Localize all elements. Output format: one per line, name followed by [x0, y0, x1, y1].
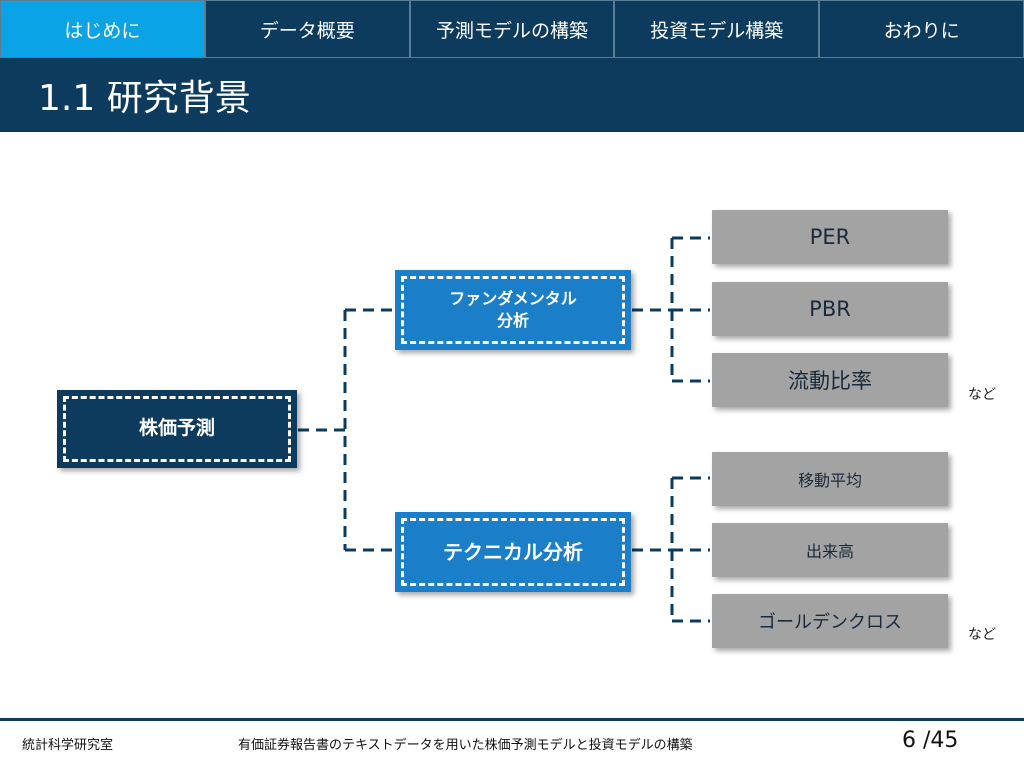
- tab-label: 投資モデル構築: [650, 19, 784, 42]
- tab-intro[interactable]: はじめに: [0, 0, 205, 58]
- leaf-node-golden-cross: ゴールデンクロス: [712, 594, 948, 648]
- leaf-label: ゴールデンクロス: [758, 612, 902, 633]
- leaf-node-per: PER: [712, 210, 948, 264]
- title-band: 1.1 研究背景: [0, 58, 1024, 132]
- leaf-label: 移動平均: [797, 471, 862, 490]
- leaf-node-pbr: PBR: [712, 282, 948, 336]
- etc-note-2: など: [968, 627, 996, 643]
- footer-divider: [0, 718, 1024, 721]
- footer-lab: 統計科学研究室: [22, 738, 114, 753]
- tab-label: 予測モデルの構築: [435, 19, 588, 42]
- branch-node-fundamental: ファンダメンタル 分析: [395, 270, 631, 350]
- leaf-label: PER: [809, 225, 851, 249]
- branch-label-line1: ファンダメンタル: [449, 289, 577, 309]
- section-tabs: はじめに データ概要 予測モデルの構築 投資モデル構築 おわりに: [0, 0, 1024, 58]
- root-label: 株価予測: [138, 417, 215, 440]
- footer-subtitle: 有価証券報告書のテキストデータを用いた株価予測モデルと投資モデルの構築: [238, 738, 693, 753]
- root-node-stock-prediction: 株価予測: [57, 390, 297, 468]
- tab-conclusion[interactable]: おわりに: [819, 0, 1024, 58]
- connector-lines: [298, 236, 710, 623]
- page-title: 1.1 研究背景: [38, 78, 251, 119]
- tab-data-overview[interactable]: データ概要: [204, 0, 410, 58]
- tab-prediction-model[interactable]: 予測モデルの構築: [409, 0, 615, 58]
- leaf-node-volume: 出来高: [712, 523, 948, 577]
- tab-investment-model[interactable]: 投資モデル構築: [614, 0, 820, 58]
- leaf-label: 流動比率: [788, 369, 872, 393]
- branch-label: ファンダメンタル 分析: [449, 288, 577, 331]
- tab-label: データ概要: [259, 19, 355, 42]
- branch-label: テクニカル分析: [443, 539, 583, 564]
- tab-label: おわりに: [883, 19, 960, 42]
- tab-label: はじめに: [64, 19, 141, 42]
- tree-diagram: 株価予測 ファンダメンタル 分析 テクニカル分析 PER PBR 流動比率 など…: [0, 132, 1024, 712]
- leaf-label: PBR: [809, 297, 851, 321]
- leaf-node-current-ratio: 流動比率: [712, 353, 948, 407]
- leaf-node-moving-average: 移動平均: [712, 452, 948, 506]
- page-number: 6 /45: [902, 728, 959, 753]
- branch-label-line2: 分析: [496, 311, 529, 330]
- leaf-label: 出来高: [805, 542, 854, 561]
- etc-note-1: など: [968, 387, 996, 403]
- branch-node-technical: テクニカル分析: [395, 512, 631, 592]
